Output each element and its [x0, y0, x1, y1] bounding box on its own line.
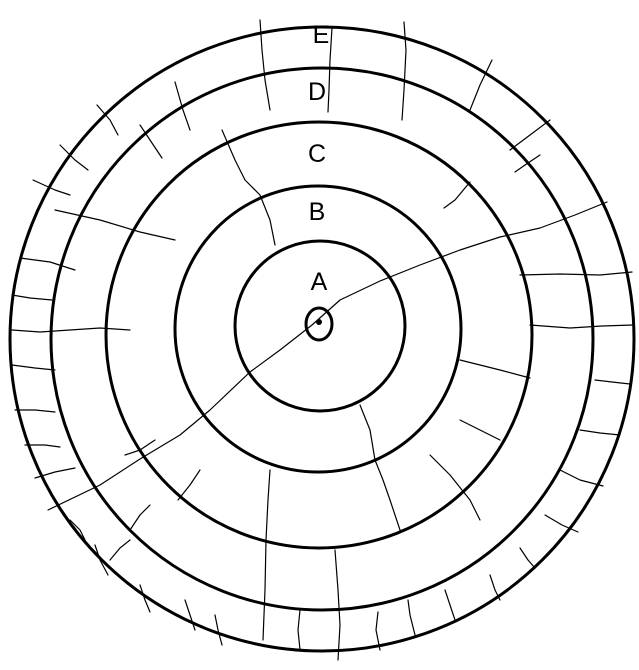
radial-crack — [376, 612, 380, 650]
zone-label-a: A — [311, 268, 328, 296]
main-crack-line — [48, 202, 607, 510]
radial-crack — [263, 470, 270, 640]
radial-crack — [460, 420, 500, 440]
radial-crack — [215, 615, 222, 645]
radial-crack — [335, 550, 340, 660]
zone-label-b: B — [309, 198, 326, 226]
radial-crack — [580, 430, 620, 435]
zone-label-d: D — [308, 78, 326, 106]
radial-crack — [444, 182, 470, 208]
radial-crack — [408, 600, 415, 635]
radial-crack — [110, 540, 130, 560]
radial-crack — [515, 155, 540, 172]
radial-crack — [298, 610, 300, 650]
radial-crack — [510, 120, 550, 150]
radial-crack — [560, 470, 603, 486]
ring-b-c-boundary — [175, 186, 461, 472]
main-crack — [48, 202, 607, 510]
radial-crack — [178, 470, 200, 500]
radial-crack — [520, 272, 632, 275]
radial-crack — [490, 575, 500, 600]
radial-crack — [20, 258, 75, 270]
radial-crack — [460, 360, 530, 378]
radial-crack — [130, 505, 150, 530]
radial-crack — [445, 590, 455, 620]
radial-crack — [595, 380, 630, 384]
radial-crack — [12, 328, 130, 332]
zone-label-c: C — [308, 140, 326, 168]
radial-crack — [185, 600, 195, 630]
radial-crack — [12, 365, 55, 370]
radial-crack — [15, 410, 55, 412]
zone-labels: A B C D E — [308, 21, 329, 296]
radial-crack — [360, 405, 400, 530]
radial-crack — [530, 325, 633, 328]
radial-crack — [12, 295, 52, 300]
zone-label-e: E — [313, 21, 330, 49]
ring-boundaries — [10, 27, 634, 651]
radial-crack — [520, 548, 535, 568]
radial-crack — [222, 130, 275, 245]
ring-a-b-boundary — [235, 241, 405, 411]
